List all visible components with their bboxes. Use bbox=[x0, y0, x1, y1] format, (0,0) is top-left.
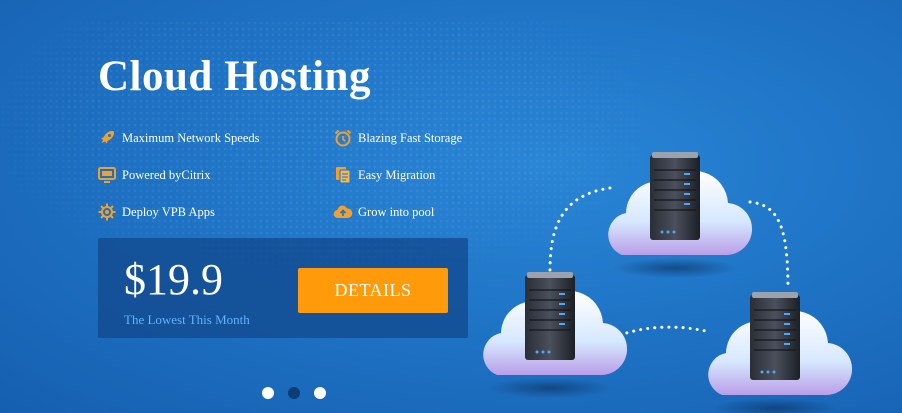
copy-documents-icon bbox=[332, 165, 354, 185]
feature-label: Grow into pool bbox=[358, 204, 435, 219]
cloud-servers-illustration bbox=[482, 151, 853, 413]
feature-label: Blazing Fast Storage bbox=[358, 130, 463, 145]
gear-icon bbox=[96, 202, 118, 222]
monitor-icon bbox=[96, 165, 118, 185]
price-value: $19.9 bbox=[124, 255, 223, 304]
feature-label: Maximum Network Speeds bbox=[122, 130, 260, 145]
dotted-connectors bbox=[548, 186, 790, 337]
server-cloud-right bbox=[707, 291, 853, 413]
server-cloud-left bbox=[482, 271, 628, 399]
cloud-upload-icon bbox=[332, 202, 354, 222]
slide-dot-3[interactable] bbox=[314, 387, 326, 399]
slider-pagination bbox=[262, 387, 326, 399]
feature-list: Maximum Network Speeds Blazing Fast Stor… bbox=[96, 128, 496, 222]
feature-label: Powered byCitrix bbox=[122, 167, 211, 182]
feature-item: Deploy VPB Apps bbox=[96, 202, 332, 222]
pricing-panel: $19.9 The Lowest This Month DETAILS bbox=[98, 238, 468, 338]
feature-label: Deploy VPB Apps bbox=[122, 204, 215, 219]
feature-item: Blazing Fast Storage bbox=[332, 128, 496, 148]
page-title: Cloud Hosting bbox=[98, 53, 371, 100]
server-cloud-top bbox=[607, 151, 753, 279]
slide-dot-1[interactable] bbox=[262, 387, 274, 399]
world-map-background bbox=[0, 20, 640, 280]
alarm-clock-icon bbox=[332, 128, 354, 148]
slide-dot-2[interactable] bbox=[288, 387, 300, 399]
price-subtitle: The Lowest This Month bbox=[124, 312, 250, 327]
rocket-icon bbox=[96, 128, 118, 148]
feature-item: Grow into pool bbox=[332, 202, 496, 222]
details-button[interactable]: DETAILS bbox=[298, 268, 448, 313]
feature-item: Powered byCitrix bbox=[96, 165, 332, 185]
feature-label: Easy Migration bbox=[358, 167, 436, 182]
feature-item: Easy Migration bbox=[332, 165, 496, 185]
feature-item: Maximum Network Speeds bbox=[96, 128, 332, 148]
